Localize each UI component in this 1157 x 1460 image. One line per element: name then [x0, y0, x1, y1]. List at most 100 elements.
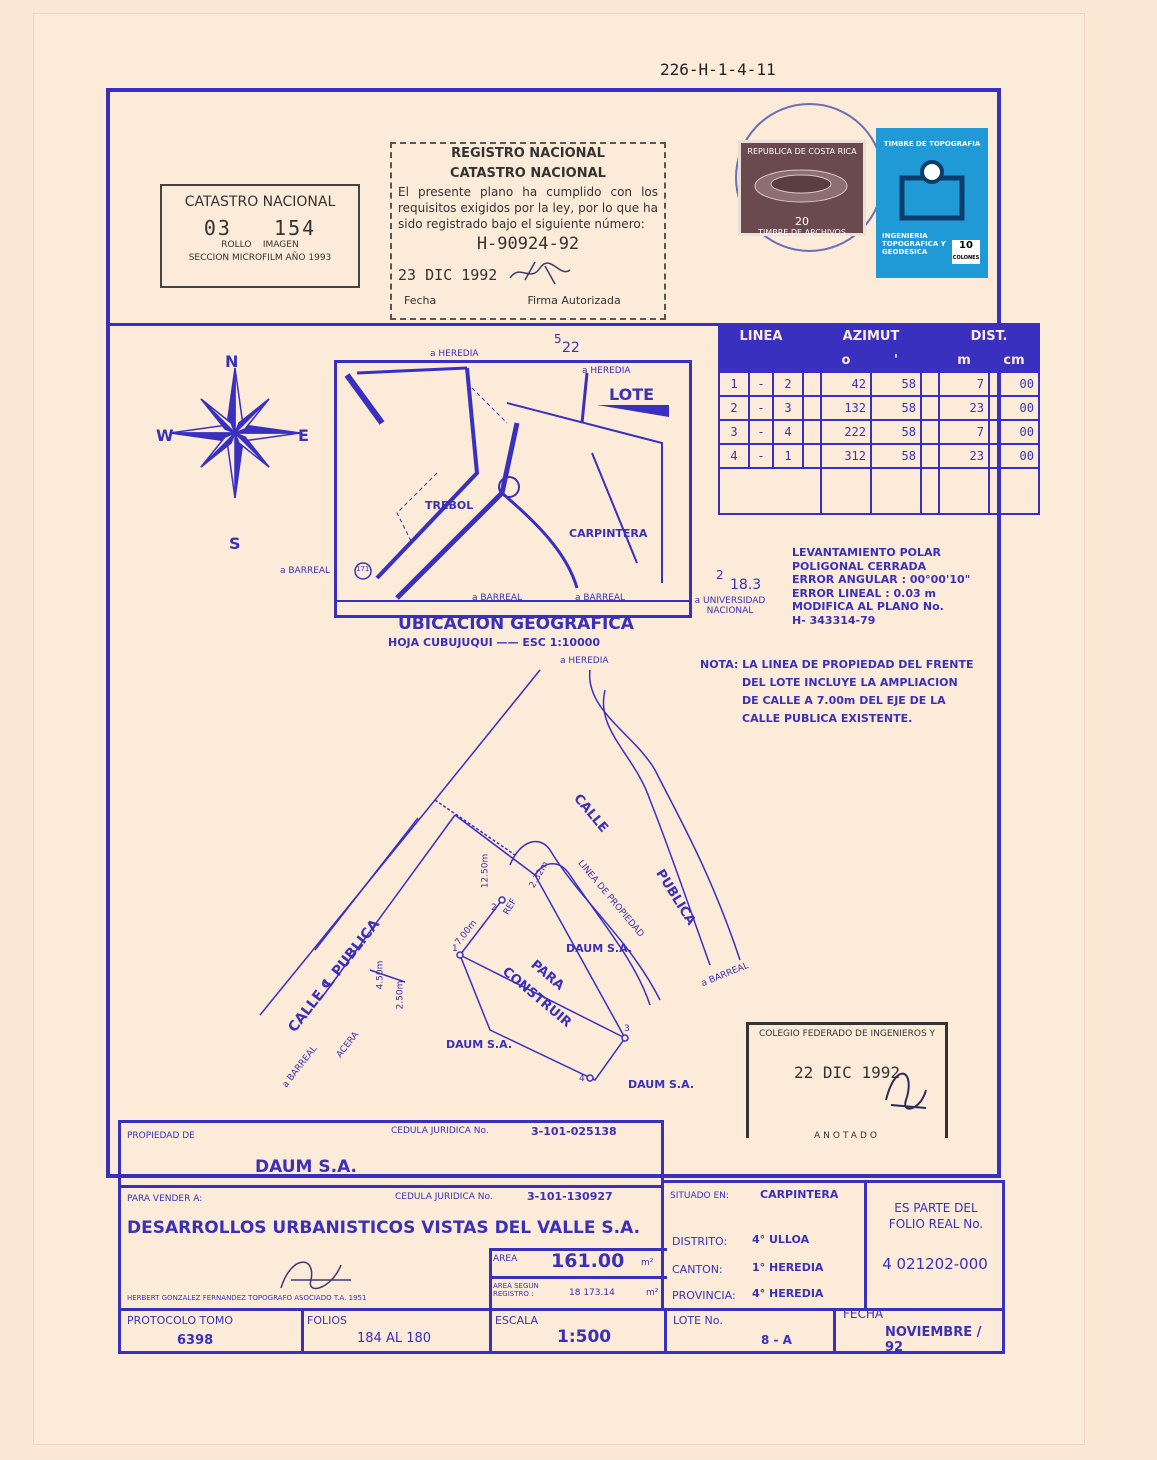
compass-west: W	[156, 426, 174, 445]
plan-frame	[106, 88, 1001, 1178]
header-divider	[106, 323, 718, 326]
nota-line: DEL LOTE INCLUYE LA AMPLIACION	[742, 676, 958, 689]
row-cm: 00	[988, 443, 1040, 469]
para-vender-label: PARA VENDER A:	[127, 1194, 203, 1204]
nota-block: NOTA: LA LINEA DE PROPIEDAD DEL FRENTE D…	[700, 656, 974, 728]
row-m: 7	[938, 419, 990, 445]
compass-rose-icon	[169, 367, 301, 499]
row-dash: -	[748, 371, 774, 397]
survey-notes: LEVANTAMIENTO POLAR POLIGONAL CERRADA ER…	[792, 546, 970, 627]
survey-note: MODIFICA AL PLANO No.	[792, 600, 944, 613]
ubicacion-box: SITUADO EN: CARPINTERA DISTRITO: 4° ULLO…	[661, 1180, 1005, 1311]
timbre-archivos-title: REPUBLICA DE COSTA RICA	[747, 147, 857, 156]
timbre-archivos-sub: TIMBRE DE ARCHIVOS	[758, 228, 846, 237]
colegio-anotado: ANOTADO	[749, 1131, 945, 1141]
folios-label: FOLIOS	[307, 1314, 347, 1327]
divider	[489, 1276, 667, 1279]
catastro-stamp-title: CATASTRO NACIONAL	[184, 194, 336, 210]
map-heredia-right: a HEREDIA	[582, 366, 631, 376]
colegio-date: 22 DIC 1992	[794, 1063, 900, 1082]
table-row: 4 - 1 312 58 23 00	[718, 443, 1040, 469]
plan-point-2: 2	[491, 903, 497, 913]
area-label: AREA	[493, 1254, 518, 1264]
compass-east: E	[298, 426, 309, 445]
site-plan-drawing	[259, 669, 741, 1082]
canton-label: CANTON:	[672, 1263, 723, 1276]
comprador-box: PARA VENDER A: CEDULA JURIDICA No. 3-101…	[118, 1185, 667, 1312]
registro-signature-icon	[509, 261, 571, 285]
row-min: 58	[870, 371, 922, 397]
catastro-stamp-labels: ROLLO IMAGEN	[221, 240, 299, 250]
plan-point-3: 3	[624, 1024, 630, 1034]
table-spacer	[802, 323, 822, 349]
registro-body: El presente plano ha cumplido con los re…	[398, 185, 658, 231]
map-coord-right-a: 2	[716, 568, 724, 582]
row-m: 23	[938, 395, 990, 421]
table-subheader-min: '	[870, 347, 922, 373]
compass-north: N	[225, 352, 239, 371]
nota-line: NOTA: LA LINEA DE PROPIEDAD DEL FRENTE	[700, 658, 974, 671]
timbre-topografia-value-box: 10 COLONES	[952, 240, 980, 264]
buyer-name: DESARROLLOS URBANISTICOS VISTAS DEL VALL…	[127, 1218, 641, 1238]
escala-value: 1:500	[557, 1327, 612, 1347]
row-dash: -	[748, 419, 774, 445]
row-from: 3	[718, 419, 750, 445]
escala-label: ESCALA	[495, 1314, 539, 1327]
situado-value: CARPINTERA	[760, 1188, 839, 1201]
plan-dim-250: 2.50m	[395, 980, 406, 1010]
owner-name: DAUM S.A.	[255, 1157, 358, 1177]
colegio-stamp: COLEGIO FEDERADO DE INGENIEROS Y 22 DIC …	[746, 1022, 948, 1141]
topografo-label: HERBERT GONZALEZ FERNANDEZ TOPOGRAFO ASO…	[127, 1294, 367, 1302]
row-to: 1	[772, 443, 804, 469]
plan-point-4: 4	[579, 1074, 585, 1084]
row-min: 58	[870, 443, 922, 469]
folios-value: 184 AL 180	[357, 1331, 432, 1346]
plan-dim-1250: 12.50m	[480, 853, 491, 889]
registro-heading-1: REGISTRO NACIONAL	[451, 146, 605, 161]
row-m: 7	[938, 371, 990, 397]
map-coord-top-b: 22	[562, 340, 580, 356]
table-spacer	[802, 371, 822, 397]
survey-note: H- 343314-79	[792, 613, 876, 627]
colegio-line1: COLEGIO FEDERADO DE INGENIEROS Y	[758, 1029, 936, 1039]
table-spacer	[920, 371, 940, 397]
row-dash: -	[748, 443, 774, 469]
cedula-label-1: CEDULA JURIDICA No.	[391, 1126, 489, 1136]
timbre-topografia-title: TIMBRE DE TOPOGRAFIA	[883, 140, 981, 148]
map-barreal-2: a BARREAL	[575, 593, 626, 603]
timbre-topografia-stamp: TIMBRE DE TOPOGRAFIA INGENIERIA TOPOGRAF…	[876, 128, 988, 278]
row-from: 2	[718, 395, 750, 421]
divider	[301, 1311, 304, 1354]
distrito-value: 4° ULLOA	[752, 1233, 810, 1246]
cedula-label-2: CEDULA JURIDICA No.	[395, 1192, 493, 1202]
map-barreal-1: a BARREAL	[472, 593, 523, 603]
registro-heading-2: CATASTRO NACIONAL	[450, 166, 606, 181]
row-m: 23	[938, 443, 990, 469]
row-to: 2	[772, 371, 804, 397]
table-blank	[870, 467, 922, 515]
table-blank	[988, 467, 1040, 515]
table-row: 3 - 4 222 58 7 00	[718, 419, 1040, 445]
fecha-value: NOVIEMBRE / 92	[885, 1325, 982, 1355]
row-deg: 222	[820, 419, 872, 445]
situado-label: SITUADO EN:	[670, 1191, 729, 1201]
survey-note: ERROR ANGULAR : 00°00'10"	[792, 573, 971, 586]
colegio-signature-icon	[885, 1072, 927, 1110]
datos-box: PROTOCOLO TOMO 6398 FOLIOS 184 AL 180 ES…	[118, 1307, 1005, 1355]
catastro-stamp-numbers: 03 154	[203, 216, 317, 240]
row-from: 4	[718, 443, 750, 469]
row-cm: 00	[988, 419, 1040, 445]
row-min: 58	[870, 395, 922, 421]
timbre-topografia-sub: INGENIERIA TOPOGRAFICA Y GEODESICA	[882, 232, 946, 256]
area-registro-value: 18 173.14	[569, 1288, 615, 1298]
azimut-table: LINEA AZIMUT DIST. o ' m cm 1 - 2 42 58 …	[718, 323, 1040, 515]
lote-value: 8 - A	[761, 1333, 792, 1347]
propiedad-box: PROPIEDAD DE CEDULA JURIDICA No. 3-101-0…	[118, 1120, 664, 1188]
row-cm: 00	[988, 371, 1040, 397]
registro-number: H-90924-92	[476, 234, 580, 254]
folio-label-2: FOLIO REAL No.	[888, 1217, 984, 1231]
fecha-label: FECHA	[843, 1307, 884, 1321]
table-blank	[820, 467, 872, 515]
row-deg: 42	[820, 371, 872, 397]
row-deg: 312	[820, 443, 872, 469]
